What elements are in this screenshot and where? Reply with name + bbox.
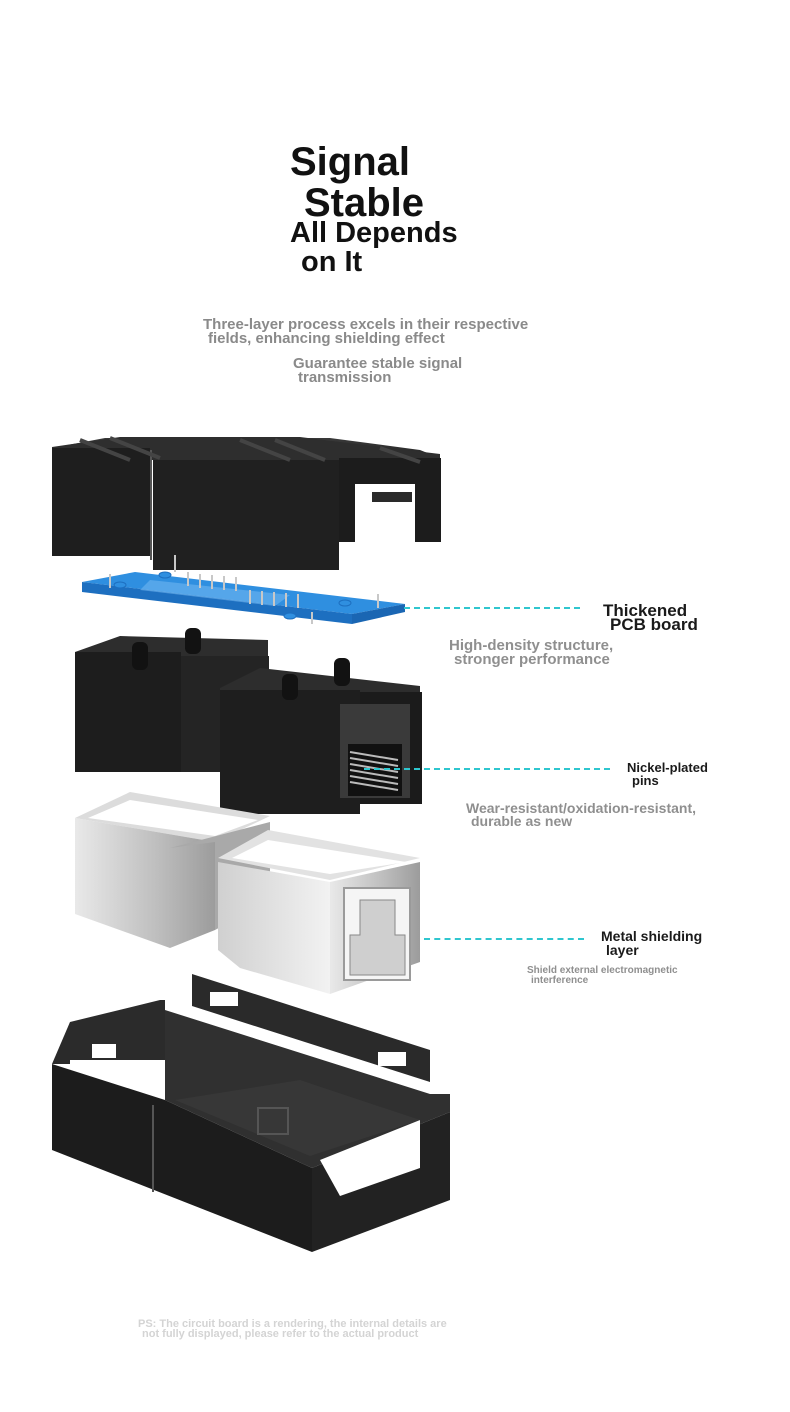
- shield-leader-line: [424, 938, 584, 940]
- pcb-board: [82, 555, 405, 624]
- top-cover: [52, 436, 441, 570]
- headline-line-4: on It: [301, 246, 363, 278]
- jack-housing-left: [75, 628, 269, 772]
- callout-pins-desc-2: durable as new: [471, 813, 573, 829]
- subtitle-line-2: fields, enhancing shielding effect: [208, 330, 445, 347]
- callout-pins-title-1: Nickel-plated: [627, 760, 708, 775]
- callout-pcb-title-1: Thickened: [603, 601, 688, 620]
- footnote-line-2: not fully displayed, please refer to the…: [142, 1328, 419, 1340]
- callout-shield-desc-1: Shield external electromagnetic: [527, 965, 678, 976]
- subtitle-line-4: transmission: [298, 369, 392, 386]
- footnote-line-1: PS: The circuit board is a rendering, th…: [138, 1318, 447, 1330]
- callout-pins-title-2: pins: [632, 773, 659, 788]
- callout-pcb-desc-1: High-density structure,: [449, 637, 614, 654]
- callout-pcb-desc-2: stronger performance: [454, 651, 610, 668]
- headline-line-1: Signal: [290, 140, 411, 184]
- jack-housing-right: [220, 658, 422, 814]
- bottom-tray: [52, 974, 450, 1252]
- subtitle-line-1: Three-layer process excels in their resp…: [203, 316, 529, 333]
- callout-shield-title-1: Metal shielding: [601, 928, 703, 944]
- callout-pcb-title-2: PCB board: [610, 615, 698, 634]
- callout-pins-desc-1: Wear-resistant/oxidation-resistant,: [466, 800, 697, 816]
- subtitle-line-3: Guarantee stable signal: [293, 355, 463, 372]
- callout-shield-desc-2: interference: [531, 975, 589, 986]
- headline-line-3: All Depends: [290, 217, 458, 249]
- callout-shield-title-2: layer: [606, 942, 639, 958]
- headline-line-2: Stable: [304, 181, 425, 225]
- pins-leader-line: [364, 768, 610, 770]
- pcb-leader-line: [404, 607, 580, 609]
- metal-shield-right: [218, 830, 420, 994]
